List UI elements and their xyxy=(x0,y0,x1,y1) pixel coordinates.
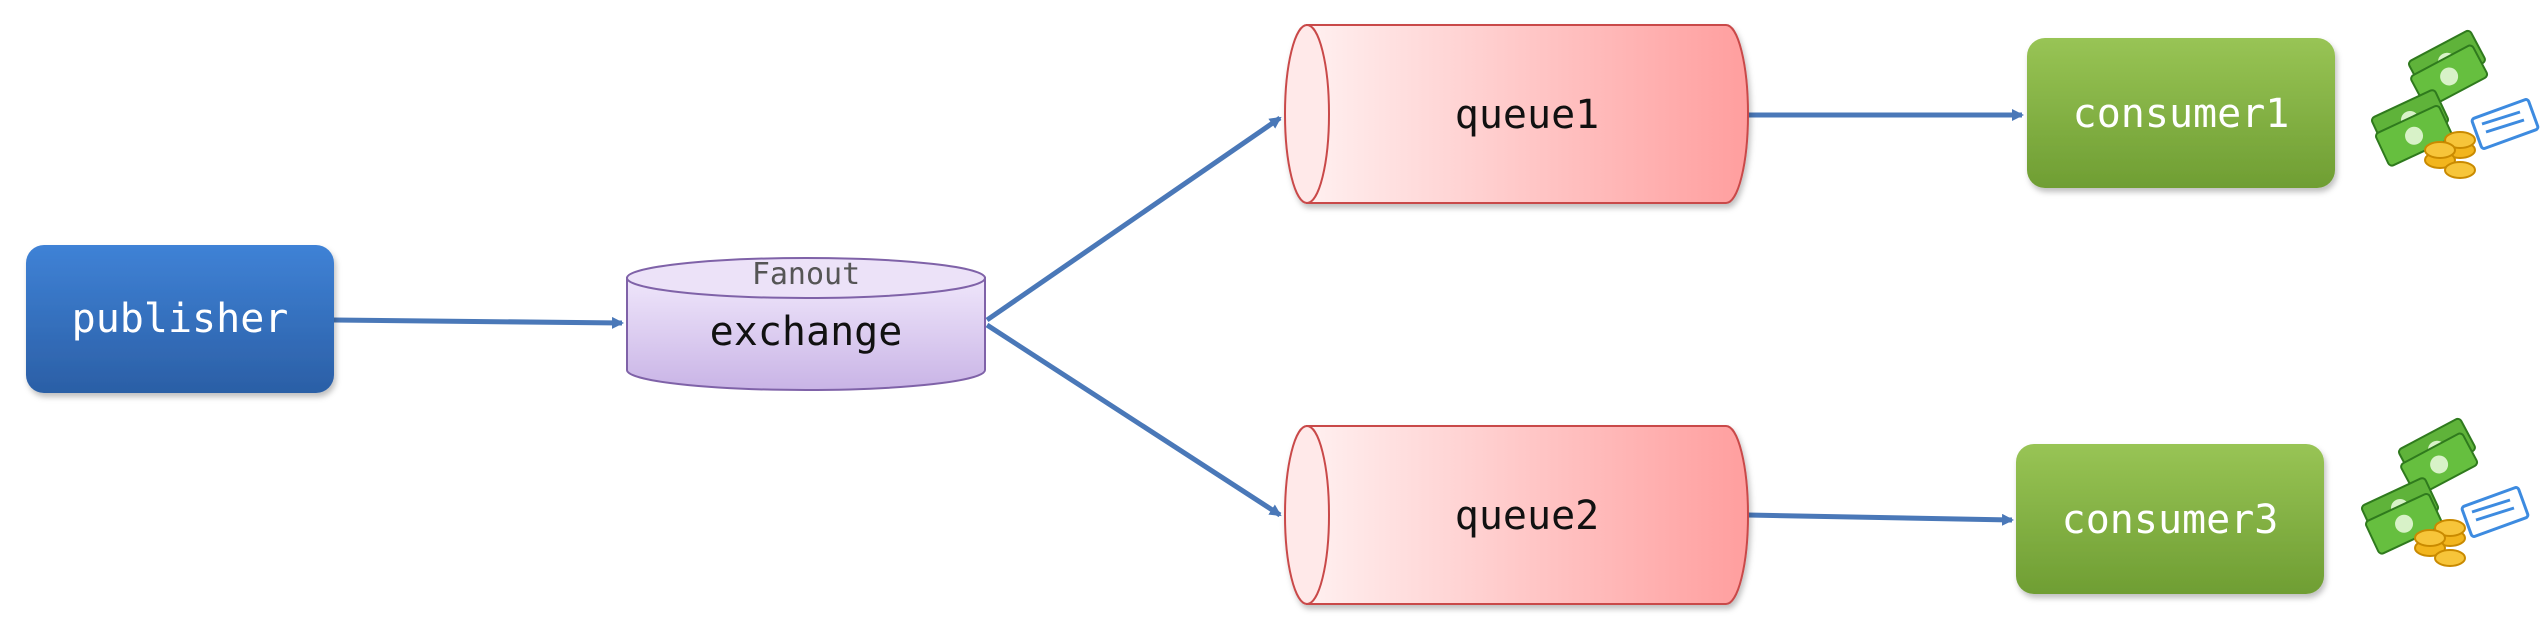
consumer1-label: consumer1 xyxy=(2073,91,2290,137)
publisher-node xyxy=(26,245,334,393)
queue2-label: queue2 xyxy=(1455,493,1600,539)
edge-publisher-exchange xyxy=(333,316,624,329)
money-icon xyxy=(2370,29,2540,179)
publisher-label: publisher xyxy=(72,296,289,342)
edges xyxy=(333,109,2024,526)
queue2-node xyxy=(1284,425,1749,605)
exchange-node xyxy=(626,257,986,391)
queue1-node xyxy=(1284,24,1749,204)
consumer3-label: consumer3 xyxy=(2062,497,2279,543)
consumer1-node xyxy=(2027,38,2335,188)
queue1-label: queue1 xyxy=(1455,92,1600,138)
consumer3-node xyxy=(2016,444,2324,594)
money-icon xyxy=(2360,417,2530,567)
exchange-label: exchange xyxy=(710,309,903,355)
edge-exchange-queue1 xyxy=(985,115,1282,323)
exchange-type-label: Fanout xyxy=(752,257,860,292)
edge-exchange-queue2 xyxy=(985,322,1282,518)
edge-queue2-consumer3 xyxy=(1747,512,2014,526)
